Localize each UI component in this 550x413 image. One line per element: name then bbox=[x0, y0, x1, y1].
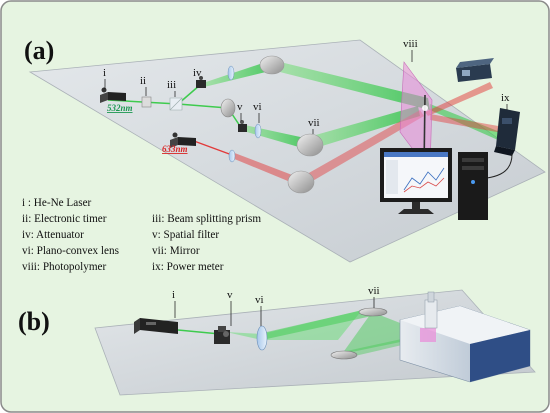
panel-label-a: (a) bbox=[24, 36, 54, 65]
component-labels-b: i v vi vii bbox=[172, 285, 380, 326]
red-laser bbox=[170, 132, 196, 148]
laser-b bbox=[134, 318, 178, 334]
computer bbox=[380, 148, 488, 220]
legend-vi: vi: Plano-convex lens bbox=[22, 245, 119, 257]
legend-vii: vii: Mirror bbox=[152, 245, 200, 257]
panel-label-b: (b) bbox=[18, 307, 50, 336]
legend-i: i : He-Ne Laser bbox=[22, 197, 92, 209]
label-a-i: i bbox=[103, 67, 106, 79]
legend-v: v: Spatial filter bbox=[152, 229, 219, 241]
mirror-lower bbox=[296, 133, 324, 157]
pc-tower bbox=[458, 152, 488, 220]
spatial-filter-b bbox=[214, 326, 230, 344]
label-a-v: v bbox=[237, 101, 243, 113]
label-a-iv: iv bbox=[193, 67, 202, 79]
label-a-vii: vii bbox=[308, 117, 320, 129]
label-a-ii: ii bbox=[140, 75, 146, 87]
mirror-small bbox=[220, 98, 236, 118]
plano-convex-lens bbox=[254, 123, 262, 139]
mirror-upper bbox=[259, 55, 285, 75]
label-a-viii: viii bbox=[403, 38, 418, 50]
component-labels-a: i ii iii iv v vi vii viii ix bbox=[103, 38, 510, 134]
red-beam-path bbox=[193, 82, 510, 186]
label-a-iii: iii bbox=[167, 79, 176, 91]
lens-upper bbox=[227, 65, 235, 81]
mirror-b-lower bbox=[330, 350, 358, 360]
label-b-i: i bbox=[172, 289, 175, 301]
label-b-v: v bbox=[227, 289, 233, 301]
label-a-vi: vi bbox=[253, 101, 262, 113]
power-meter bbox=[494, 108, 520, 156]
attenuator bbox=[196, 76, 206, 88]
legend-viii: viii: Photopolymer bbox=[22, 261, 106, 273]
panel-a: i ii iii iv v vi vii viii ix 532nm 633nm… bbox=[24, 36, 546, 263]
mirror-b-upper bbox=[358, 307, 388, 317]
legend-ii: ii: Electronic timer bbox=[22, 213, 107, 225]
green-beam-path bbox=[107, 58, 500, 150]
electronic-timer bbox=[141, 96, 152, 108]
label-b-vi: vi bbox=[255, 294, 264, 306]
spectrometer-instrument bbox=[399, 291, 531, 383]
panel-b: i v vi vii (b) bbox=[18, 285, 536, 396]
label-b-vii: vii bbox=[368, 285, 380, 297]
detector-box bbox=[456, 58, 494, 82]
lens-b bbox=[256, 325, 268, 351]
lens-red bbox=[228, 149, 236, 163]
legend-iv: iv: Attenuator bbox=[22, 229, 84, 241]
wavelength-red: 633nm bbox=[162, 144, 188, 154]
mirror-red bbox=[287, 170, 315, 194]
legend: i : He-Ne Laser ii: Electronic timer iii… bbox=[22, 197, 261, 273]
legend-ix: ix: Power meter bbox=[152, 261, 224, 273]
wavelength-green: 532nm bbox=[107, 103, 133, 113]
beam-splitting-prism bbox=[169, 97, 183, 111]
he-ne-laser bbox=[100, 87, 126, 103]
legend-iii: iii: Beam splitting prism bbox=[152, 213, 261, 225]
label-a-ix: ix bbox=[501, 92, 510, 104]
